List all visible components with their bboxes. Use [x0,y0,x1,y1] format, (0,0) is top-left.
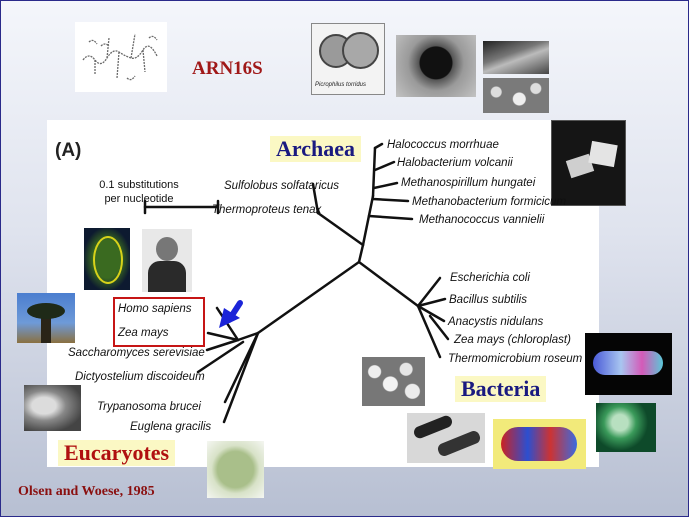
species-trypanosoma: Trypanosoma brucei [97,401,201,413]
colored-bacterium-section-image [493,419,586,469]
citation: Olsen and Woese, 1985 [18,484,155,499]
branch-halobacterium [373,160,396,172]
tree-panel [47,120,599,467]
bacteria-in-paramecium-image [84,228,130,290]
branch-methanobacterium [371,197,410,203]
branch-homo [215,306,240,342]
archaea-micrograph-bottom [483,78,549,113]
cell-circle-right [342,32,379,69]
species-halobacterium: Halobacterium volcanii [397,157,513,169]
eucaryotes-label: Eucaryotes [58,440,176,466]
branch-methanospirillum [372,181,399,190]
archaea-stem [357,243,365,264]
branch-dictyostelium [196,340,245,374]
portrait-head [156,237,178,261]
species-sulfolobus: Sulfolobus solfataricus [224,180,339,192]
species-methanospirillum: Methanospirillum hungatei [401,177,536,189]
cell-sem-image [396,35,476,97]
tip-halococcus [373,142,384,150]
scale-bar-line1: 0.1 substitutions [99,179,179,191]
species-methanobacterium: Methanobacterium formicicum [412,196,566,208]
branch-bacillus [416,297,447,308]
species-zea-mays: Zea mays [117,327,169,339]
scale-bar-label: 0.1 substitutions per nucleotide [84,178,194,206]
species-ecoli: Escherichia coli [450,272,530,284]
highlight-box [113,297,205,347]
scale-bar-line2: per nucleotide [104,193,174,205]
species-halococcus: Halococcus morrhuae [387,139,499,151]
branch-thermomicrobium [416,304,442,359]
species-saccharomyces: Saccharomyces serevisiae [68,347,205,359]
branch-anacystis [416,304,446,323]
branch-methanococcus [367,214,414,221]
euglena-micrograph [207,441,264,498]
species-thermoproteus: Thermoproteus tenax [212,204,323,216]
colored-rod-bacterium-image [585,333,672,395]
species-thermomicrobium: Thermomicrobium roseum [448,353,583,365]
species-homo-sapiens: Homo sapiens [118,303,192,315]
species-euglena: Euglena gracilis [130,421,211,433]
crystal-sem-image [551,120,626,206]
species-methanococcus: Methanococcus vannielii [419,214,545,226]
baobab-tree-photo [17,293,75,343]
rod-cell [593,351,663,375]
green-cocci-image [596,403,656,452]
tree-trunk [41,313,51,343]
branch-saccharomyces [205,338,240,352]
branch-zea [206,331,240,342]
louis-pasteur-portrait [142,229,192,292]
yellow-cell-outline [93,236,123,284]
rna-secondary-structure-image [75,22,167,92]
picrophilus-micrograph: Picrophilus torridus [311,23,385,95]
branch-crenarchaeota [316,211,365,247]
section-cell [501,427,577,461]
rna-structure-drawing [82,33,158,81]
cocci-sem-image [362,357,425,406]
branch-euryarchaeota [361,194,375,247]
rod-bacteria-tem-image [407,413,485,463]
archaea-label: Archaea [270,136,362,162]
archaea-micrograph-top [483,41,549,74]
slide-title: ARN16S [192,58,263,79]
branch-euglena [222,331,260,424]
tree-crown [27,303,65,319]
panel-label: (A) [55,140,82,161]
central-branches [256,260,420,335]
blue-arrow-icon [219,300,243,328]
species-bacillus: Bacillus subtilis [449,294,527,306]
species-dictyostelium: Dictyostelium discoideum [75,371,205,383]
branch-ecoli [416,276,442,308]
tree-branches [143,142,450,424]
bacteria-label: Bacteria [455,376,547,402]
branch-chloroplast [428,314,450,341]
portrait-body [148,261,186,292]
species-zea-chloroplast: Zea mays (chloroplast) [453,334,571,346]
pollen-sem-image [24,385,81,431]
species-anacystis: Anacystis nidulans [447,316,543,328]
euk-stem [236,331,260,342]
thumbnail-caption: Picrophilus torridus [315,82,367,88]
